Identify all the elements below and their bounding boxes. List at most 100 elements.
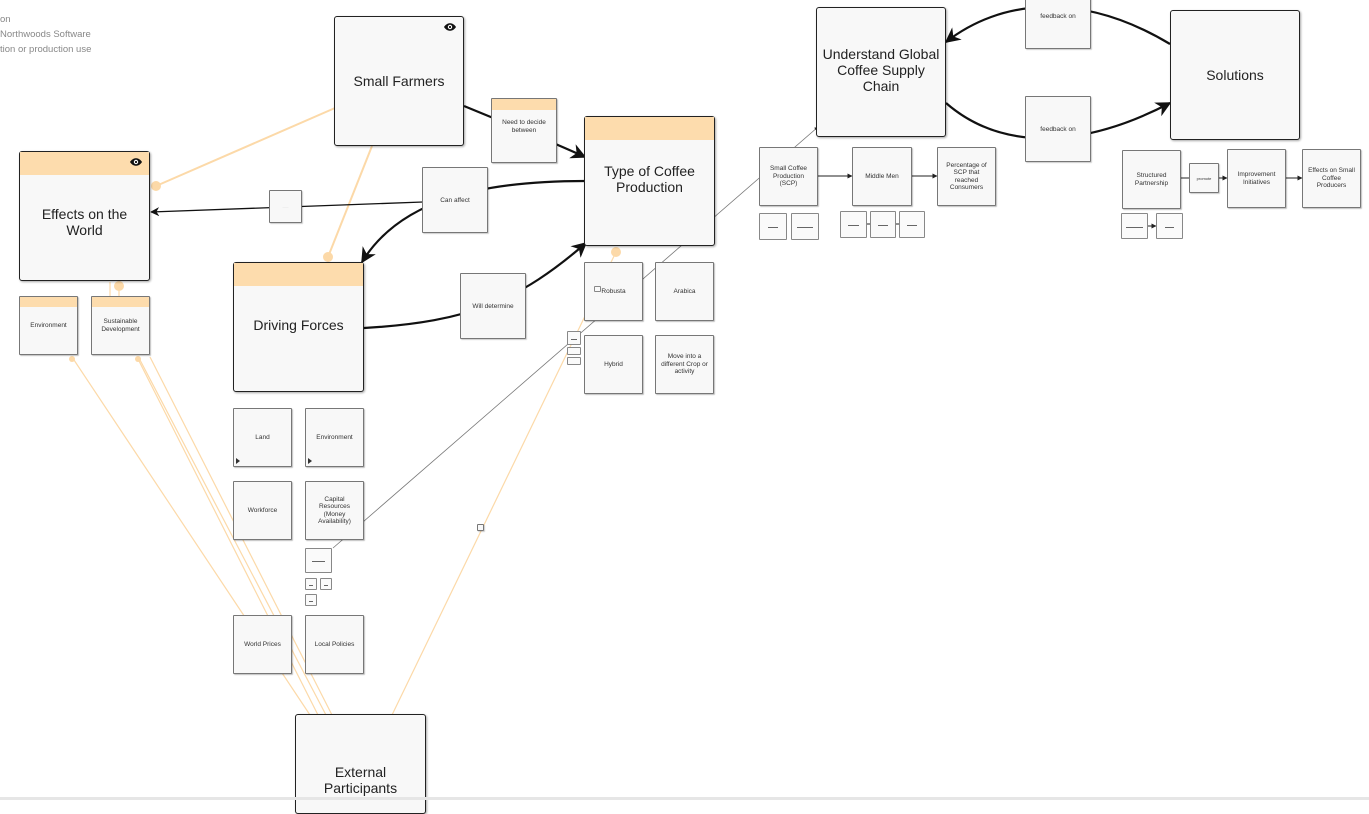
mini-node[interactable] (791, 213, 819, 240)
subnode-move-crop-label: Move into a different Crop or activity (661, 353, 708, 376)
mini-node[interactable] (870, 211, 896, 238)
mini-node-line (907, 225, 917, 226)
node-understand-chain[interactable]: Understand Global Coffee Supply Chain (816, 7, 946, 137)
node-type-coffee-label: Type of Coffee Production (604, 162, 695, 195)
subnode-robusta[interactable]: Robusta (584, 262, 643, 321)
link-label-tiny[interactable] (477, 524, 484, 531)
mini-node-line (768, 227, 778, 228)
mini-node-line (797, 227, 813, 228)
mini-node-line (309, 601, 313, 602)
node-header (492, 99, 556, 110)
subnode-arabica[interactable]: Arabica (655, 262, 714, 321)
dot-effects (151, 181, 161, 191)
mini-node[interactable] (305, 548, 332, 573)
subnode-need-decide[interactable]: Need to decide between (491, 98, 557, 163)
dot-coffee (611, 247, 621, 257)
subnode-need-decide-label: Need to decide between (502, 119, 546, 134)
subnode-sustainable[interactable]: Sustainable Development (91, 296, 150, 355)
dot-sust (135, 356, 141, 362)
mini-node-line (312, 561, 325, 562)
link-label-feedback-top[interactable]: feedback on (1025, 0, 1091, 49)
watermark-line1: on (0, 14, 11, 25)
node-type-coffee[interactable]: Type of Coffee Production (584, 116, 715, 246)
subnode-middle-men-label: Middle Men (865, 172, 899, 180)
subnode-world-prices-label: World Prices (244, 640, 281, 648)
subnode-local-policies[interactable]: Local Policies (305, 615, 364, 674)
link-label-feedback-bottom[interactable]: feedback on (1025, 96, 1091, 162)
mini-node-line (848, 225, 859, 226)
watermark-line2: Northwoods Software (0, 29, 91, 40)
expand-triangle-icon[interactable] (308, 458, 312, 464)
node-driving-forces-label: Driving Forces (253, 316, 344, 333)
subnode-sustainable-label: Sustainable Development (101, 318, 140, 333)
subnode-move-crop[interactable]: Move into a different Crop or activity (655, 335, 714, 394)
dot-effects-sub (114, 281, 124, 291)
expand-triangle-icon[interactable] (236, 458, 240, 464)
subnode-scp-label: Small Coffee Production (SCP) (769, 165, 808, 188)
mini-node[interactable] (594, 286, 601, 292)
node-solutions[interactable]: Solutions (1170, 10, 1300, 140)
node-effects-world-label: Effects on the World (41, 205, 128, 238)
subnode-capital-label: Capital Resources (Money Availability) (318, 495, 351, 525)
link-coffee-external (391, 251, 617, 716)
mini-node[interactable] (320, 578, 332, 590)
subnode-land-label: Land (255, 433, 270, 441)
eye-icon[interactable] (129, 157, 143, 167)
subnode-hybrid[interactable]: Hybrid (584, 335, 643, 394)
node-understand-chain-label: Understand Global Coffee Supply Chain (822, 45, 940, 95)
subnode-environment-effect[interactable]: Environment (19, 296, 78, 355)
mini-node[interactable] (840, 211, 867, 238)
dot-env (69, 356, 75, 362)
subnode-arabica-label: Arabica (673, 287, 696, 295)
subnode-workforce-label: Workforce (247, 506, 278, 514)
node-header (20, 152, 149, 175)
link-label-will-determine[interactable]: Will determine (460, 273, 526, 339)
node-external-participants-label: External Participants (323, 764, 398, 797)
eye-icon[interactable] (443, 22, 457, 32)
subnode-environment-effect-label: Environment (30, 321, 67, 329)
node-header (92, 297, 149, 307)
node-driving-forces[interactable]: Driving Forces (233, 262, 364, 392)
subnode-improvement-label: Improvement Initiatives (1237, 171, 1276, 186)
subnode-structured[interactable]: Structured Partnership (1122, 150, 1181, 209)
link-farmers-effects (155, 107, 336, 187)
subnode-land[interactable]: Land (233, 408, 292, 467)
mini-node-line (1165, 227, 1174, 228)
subnode-effects-small[interactable]: Effects on Small Coffee Producers (1302, 149, 1361, 208)
mini-node-line (1126, 227, 1143, 228)
bottom-scrollbar[interactable] (0, 797, 1369, 800)
mini-node[interactable] (1156, 213, 1183, 239)
node-small-farmers[interactable]: Small Farmers (334, 16, 464, 146)
dot-driving (323, 252, 333, 262)
link-label-small[interactable]: ······ (269, 190, 302, 223)
mini-node[interactable] (305, 578, 317, 590)
mini-node[interactable] (1121, 213, 1148, 239)
subnode-capital[interactable]: Capital Resources (Money Availability) (305, 481, 364, 540)
mini-node[interactable] (567, 347, 581, 355)
link-farmers-driving (327, 145, 373, 258)
mini-node[interactable] (899, 211, 925, 238)
link-label-promote[interactable]: promote (1189, 163, 1219, 193)
subnode-scp[interactable]: Small Coffee Production (SCP) (759, 147, 818, 206)
subnode-hybrid-label: Hybrid (604, 360, 623, 368)
subnode-workforce[interactable]: Workforce (233, 481, 292, 540)
node-header (585, 117, 714, 140)
subnode-local-policies-label: Local Policies (314, 640, 355, 648)
link-label-can-affect[interactable]: Can affect (422, 167, 488, 233)
mini-node[interactable] (567, 331, 581, 345)
subnode-improvement[interactable]: Improvement Initiatives (1227, 149, 1286, 208)
subnode-world-prices[interactable]: World Prices (233, 615, 292, 674)
subnode-percentage-label: Percentage of SCP that reached Consumers (946, 161, 987, 191)
subnode-middle-men[interactable]: Middle Men (852, 147, 912, 206)
mini-node-line (324, 585, 328, 586)
subnode-effects-small-label: Effects on Small Coffee Producers (1308, 167, 1355, 190)
mini-node[interactable] (305, 594, 317, 606)
subnode-environment-force[interactable]: Environment (305, 408, 364, 467)
node-small-farmers-label: Small Farmers (353, 72, 445, 89)
mini-node[interactable] (567, 357, 581, 365)
mini-node[interactable] (759, 213, 787, 240)
subnode-structured-label: Structured Partnership (1134, 172, 1169, 187)
node-effects-world[interactable]: Effects on the World (19, 151, 150, 281)
subnode-percentage[interactable]: Percentage of SCP that reached Consumers (937, 147, 996, 206)
